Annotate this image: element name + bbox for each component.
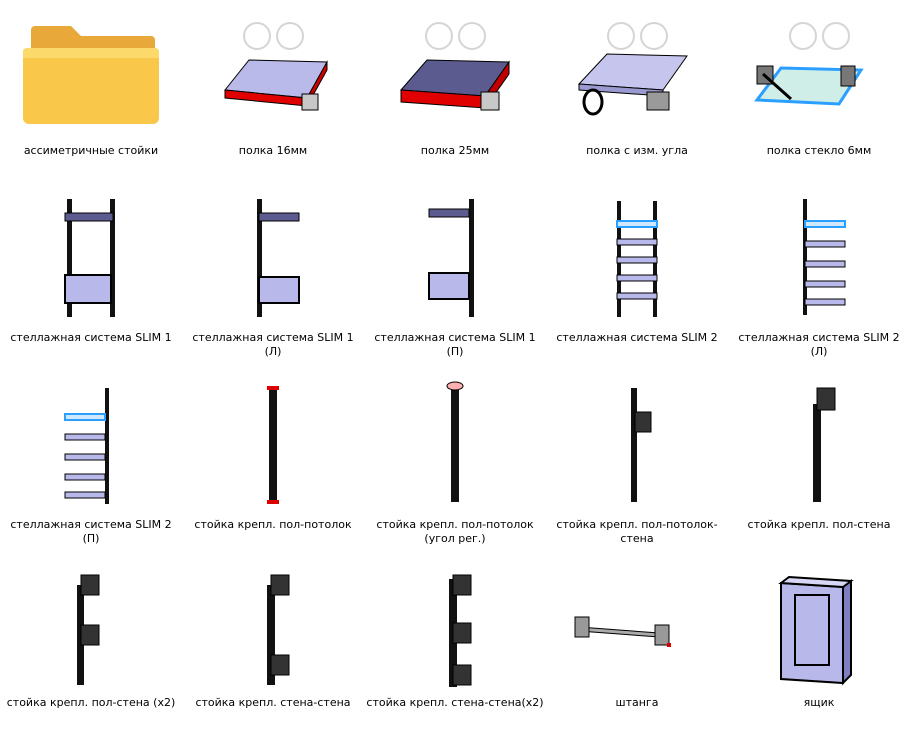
shelf-thumbnail-icon	[551, 4, 723, 138]
file-item-post[interactable]: стойка крепл. пол-потолок	[182, 374, 364, 561]
file-item-shelf-angle[interactable]: полка с изм. угла	[546, 0, 728, 187]
shelf-thumbnail-icon	[187, 4, 359, 138]
file-label: штанга	[615, 696, 659, 709]
file-item-rack-slim2-l[interactable]: стеллажная система SLIM 2 (Л)	[728, 187, 910, 374]
shelf-thumbnail-icon	[733, 4, 905, 138]
rod-thumbnail-icon	[551, 565, 723, 695]
file-item-post-wall[interactable]: стойка крепл. пол-потолок-стена	[546, 374, 728, 561]
file-item-post-wall-wall[interactable]: стойка крепл. стена-стена	[182, 561, 364, 732]
file-item-rod[interactable]: штанга	[546, 561, 728, 732]
file-item-rack-slim1-l[interactable]: стеллажная система SLIM 1 (Л)	[182, 187, 364, 374]
file-item-box[interactable]: ящик	[728, 561, 910, 732]
file-label: стойка крепл. пол-потолок-стена	[556, 518, 718, 545]
file-label: стойка крепл. пол-потолок (угол рег.)	[376, 518, 534, 545]
file-item-shelf-16[interactable]: полка 16мм	[182, 0, 364, 187]
file-label: стеллажная система SLIM 1	[10, 331, 172, 344]
file-label: ассиметричные стойки	[23, 144, 159, 157]
folder-icon	[5, 4, 177, 138]
file-item-rack-slim1-p[interactable]: стеллажная система SLIM 1 (П)	[364, 187, 546, 374]
file-label: стойка крепл. пол-потолок	[194, 518, 352, 531]
file-item-folder[interactable]: ассиметричные стойки	[0, 0, 182, 187]
rack-thumbnail-icon	[369, 191, 541, 321]
file-label: полка стекло 6мм	[766, 144, 872, 157]
file-item-rack-slim2-p[interactable]: стеллажная система SLIM 2 (П)	[0, 374, 182, 561]
file-label: стеллажная система SLIM 2 (Л)	[738, 331, 900, 358]
file-label: стойка крепл. пол-стена	[747, 518, 891, 531]
post-thumbnail-icon	[5, 565, 177, 695]
post-thumbnail-icon	[551, 378, 723, 508]
file-item-rack-slim1[interactable]: стеллажная система SLIM 1	[0, 187, 182, 374]
shelf-thumbnail-icon	[369, 4, 541, 138]
file-label: стеллажная система SLIM 2 (П)	[10, 518, 172, 545]
rack-thumbnail-icon	[551, 191, 723, 321]
file-label: стеллажная система SLIM 1 (П)	[374, 331, 536, 358]
file-item-shelf-glass[interactable]: полка стекло 6мм	[728, 0, 910, 187]
rack-thumbnail-icon	[733, 191, 905, 321]
post-thumbnail-icon	[187, 378, 359, 508]
rack-thumbnail-icon	[5, 191, 177, 321]
file-label: полка 25мм	[420, 144, 490, 157]
file-label: полка 16мм	[238, 144, 308, 157]
file-item-rack-slim2[interactable]: стеллажная система SLIM 2	[546, 187, 728, 374]
file-label: стеллажная система SLIM 2	[556, 331, 718, 344]
post-thumbnail-icon	[369, 565, 541, 695]
box-thumbnail-icon	[733, 565, 905, 695]
rack-thumbnail-icon	[5, 378, 177, 508]
file-item-shelf-25[interactable]: полка 25мм	[364, 0, 546, 187]
file-item-post-x2[interactable]: стойка крепл. пол-стена (x2)	[0, 561, 182, 732]
file-label: стойка крепл. пол-стена (x2)	[6, 696, 176, 709]
file-label: стойка крепл. стена-стена(x2)	[366, 696, 544, 709]
post-thumbnail-icon	[369, 378, 541, 508]
file-item-post-wall-wall-x2[interactable]: стойка крепл. стена-стена(x2)	[364, 561, 546, 732]
file-label: полка с изм. угла	[586, 144, 688, 157]
file-item-post-angle[interactable]: стойка крепл. пол-потолок (угол рег.)	[364, 374, 546, 561]
post-thumbnail-icon	[187, 565, 359, 695]
file-label: ящик	[803, 696, 835, 709]
rack-thumbnail-icon	[187, 191, 359, 321]
file-label: стеллажная система SLIM 1 (Л)	[192, 331, 354, 358]
post-thumbnail-icon	[733, 378, 905, 508]
file-item-post-floor-wall[interactable]: стойка крепл. пол-стена	[728, 374, 910, 561]
file-label: стойка крепл. стена-стена	[195, 696, 351, 709]
